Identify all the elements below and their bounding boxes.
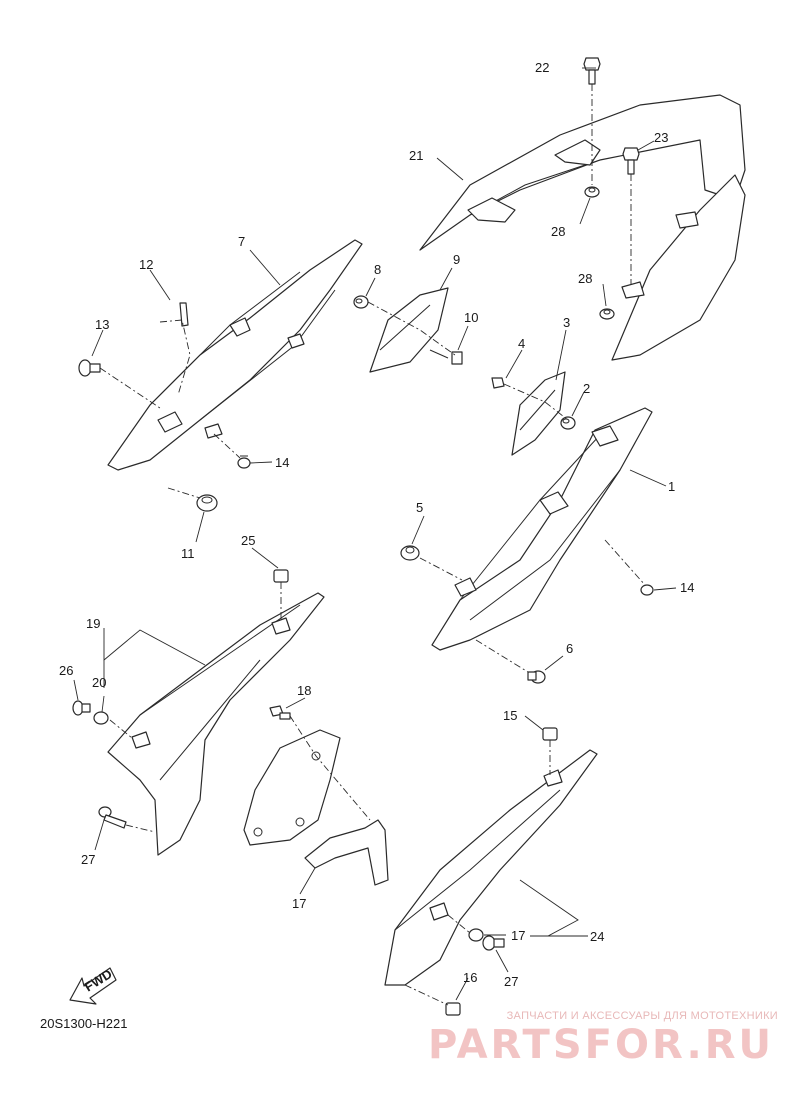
washer-part-22 [93,711,109,725]
watermark-caption: ЗАПЧАСТИ И АКСЕССУАРЫ ДЛЯ МОТОТЕХНИКИ [506,1010,778,1022]
callout-27-right: 23 [654,130,668,145]
callout-28-a: 28 [551,224,565,239]
callout-6: 6 [566,641,573,656]
callout-2: 2 [583,381,590,396]
callout-14-right: 14 [680,580,694,595]
diagram-code: 20S1300-H221 [40,1016,128,1031]
callout-11: 11 [181,546,195,561]
grommet-part-2 [560,416,576,430]
watermark-brand: PARTSFOR.RU [427,1022,774,1068]
callout-21: 19 [86,616,100,631]
callout-12: 12 [139,257,153,272]
callout-15: 24 [590,929,604,944]
callout-9: 9 [453,252,460,267]
grab-rail-part-26 [419,94,746,361]
collar-28-a [584,186,600,198]
heat-shield-plate [243,729,341,846]
callout-24: 26 [59,663,73,678]
callout-16: 17 [511,928,525,943]
bracket-part-3 [511,371,566,456]
callout-4: 4 [518,336,525,351]
nut-part-17-top [542,727,558,741]
callout-26: 21 [409,148,423,163]
callout-14-left: 14 [275,455,289,470]
callout-1: 1 [668,479,675,494]
callout-5: 5 [416,500,423,515]
callout-27-top: 22 [535,60,549,75]
nut-part-23 [273,569,289,583]
bracket-part-19 [304,819,389,886]
callout-19: 17 [292,896,306,911]
callout-8: 8 [374,262,381,277]
bolt-27-top [583,57,601,85]
callout-22: 20 [92,675,106,690]
bolt-part-18 [482,935,505,951]
bolt-27-right [622,147,640,175]
grommet-part-8 [353,295,369,309]
side-cover-part-1 [431,407,653,651]
lower-panel-part-15 [384,749,598,986]
callout-7: 7 [238,234,245,249]
bracket-part-9 [369,287,449,373]
rivet-part-25 [98,806,127,829]
lower-panel-part-21 [107,592,325,856]
callout-28-b: 28 [578,271,592,286]
callout-23: 25 [241,533,255,548]
screw-part-10 [429,349,463,365]
grommet-part-11 [196,494,218,512]
callout-10: 10 [464,310,478,325]
nut-part-17-bottom [445,1002,461,1016]
washer-part-16 [468,928,484,942]
callout-17-bottom: 16 [463,970,477,985]
nut-part-14-right [640,584,654,596]
bolt-part-20 [269,705,291,720]
callout-13: 13 [95,317,109,332]
fwd-arrow-icon: FWD [69,966,117,1005]
callout-25: 27 [81,852,95,867]
bolt-part-4 [491,377,505,389]
side-cover-part-7 [107,239,363,471]
bolt-part-24 [72,700,91,716]
screw-part-6 [527,670,546,684]
callout-18: 27 [504,974,518,989]
clip-part-12 [179,302,189,327]
collar-28-b [599,308,615,320]
callout-20: 18 [297,683,311,698]
callout-3: 3 [563,315,570,330]
screw-part-13 [78,359,101,377]
grommet-part-5 [400,545,420,561]
callout-17-top: 15 [503,708,517,723]
